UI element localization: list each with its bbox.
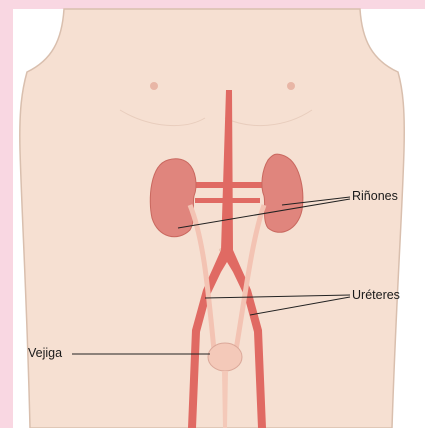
bladder [208,343,242,371]
ureters-label: Uréteres [352,288,400,302]
urethra [222,371,228,428]
right-nipple [287,82,295,90]
kidneys-label: Riñones [352,189,398,203]
renal-vessels-lower [195,198,260,203]
bladder-label: Vejiga [28,346,62,360]
renal-vessels [188,182,268,188]
left-kidney [150,159,196,237]
left-nipple [150,82,158,90]
